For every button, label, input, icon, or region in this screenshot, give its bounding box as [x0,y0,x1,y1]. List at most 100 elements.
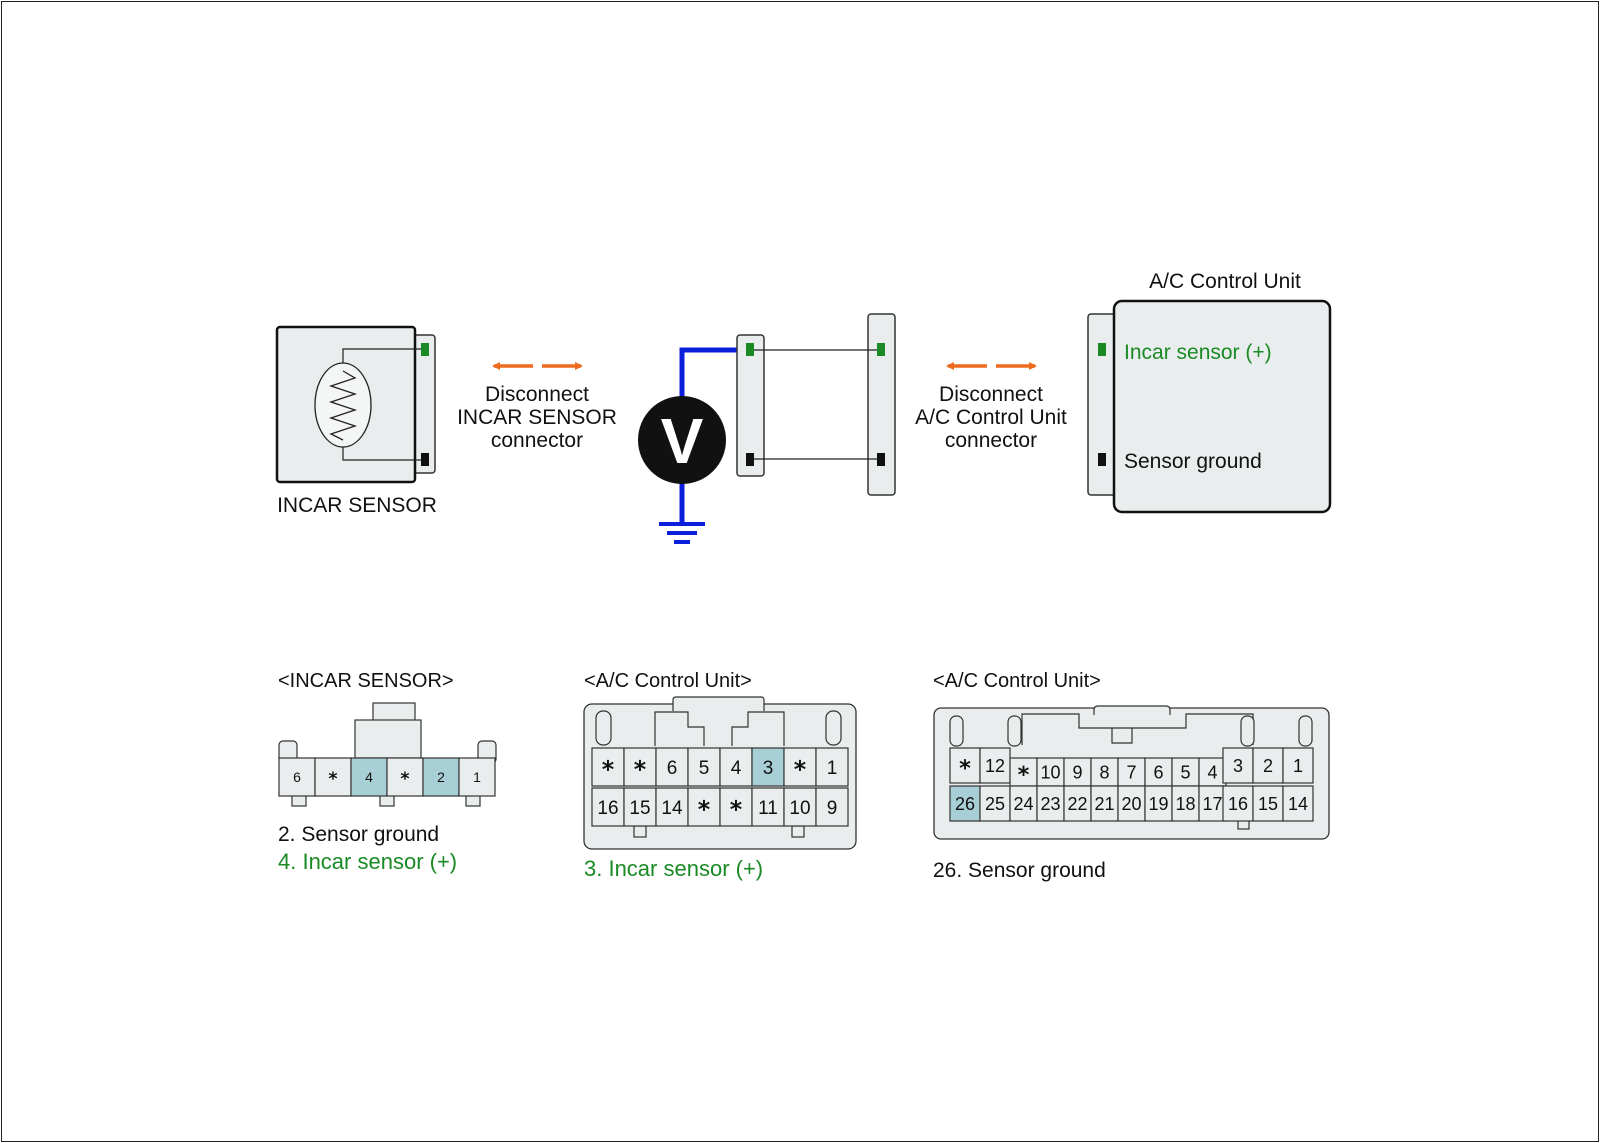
disconnect-incar-line1: Disconnect [485,383,589,406]
pin-label: 7 [1126,762,1136,782]
pin-cell [719,747,753,787]
pin-label: 12 [985,756,1005,776]
pin-cell [1063,757,1092,787]
pin-cell [422,757,460,797]
pin-cell [591,747,625,787]
pin-label: 4 [365,769,373,785]
pin-cell [386,757,424,797]
disconnect-acu-line2: A/C Control Unit [915,406,1067,429]
pin-cell [1198,757,1227,787]
pin-label: 4 [1207,762,1217,782]
pin-cell [687,747,721,787]
pin-label: * [1018,762,1030,788]
pin-cell [1090,785,1119,822]
acu-a-note-1: 3. Incar sensor (+) [584,856,763,881]
pin-label: 5 [1180,762,1190,782]
pin-label: 2 [1263,756,1273,776]
pin-label: 1 [473,769,481,785]
pin-label: 26 [955,794,975,814]
pin-cell [1282,747,1314,784]
pin-label: 1 [827,758,838,779]
disconnect-acu-line1: Disconnect [939,383,1043,406]
disconnect-incar-line3: connector [491,429,583,452]
acu-title: A/C Control Unit [1149,270,1301,293]
harness-connectors [736,313,896,496]
incar-sensor [275,325,436,484]
pin-label: 3 [763,758,774,779]
thermistor-icon [314,362,372,448]
pin-label: 6 [1153,762,1163,782]
pin-label: 15 [629,798,650,819]
pin-cell [815,747,849,787]
pin-label: 18 [1175,794,1195,814]
voltmeter-symbol: V [661,405,704,477]
incar-connector-title: <INCAR SENSOR> [278,670,454,692]
pin-label: 3 [1233,756,1243,776]
pin-label: 14 [661,798,683,819]
pin-cell [1252,785,1284,822]
incar-pin-plus [421,343,429,356]
disconnect-acu-line3: connector [945,429,1037,452]
incar-note-1: 2. Sensor ground [278,823,439,846]
pin-cell [687,787,721,827]
pin-cell [719,787,753,827]
incar-note-2: 4. Incar sensor (+) [278,849,457,874]
pin-cell [1198,785,1227,822]
pin-cell [949,785,981,822]
pin-label: 10 [789,798,810,819]
pin-label: 17 [1202,794,1222,814]
pin-cell [458,757,496,797]
acu-body [1112,299,1332,514]
pin-label: * [959,755,971,781]
pin-label: 16 [597,798,618,819]
pin-cell [314,757,352,797]
pin-cell [815,787,849,827]
pin-label: * [328,770,337,790]
pin-label: 11 [758,798,778,819]
pin-cell [1282,785,1314,822]
pin-cell [979,747,1011,784]
pin-label: 14 [1288,794,1308,814]
harness-connector-sensor-side [736,334,765,477]
pin-cell [1117,757,1146,787]
acu-a-connector-title: <A/C Control Unit> [584,670,752,692]
pin-cell [751,787,785,827]
pin-label: * [698,795,710,823]
pin-label: 20 [1121,794,1141,814]
acu-pin-plus-label: Incar sensor (+) [1124,341,1272,364]
pin-label: 5 [699,758,710,779]
pin-label: * [730,795,742,823]
pin-cell [655,747,689,787]
pin-label: 4 [731,758,742,779]
pin-cell [591,787,625,827]
pin-label: 22 [1067,794,1087,814]
pin-cell [1117,785,1146,822]
pin-label: 6 [293,769,301,785]
pin-label: 19 [1148,794,1168,814]
pin-label: 16 [1228,794,1248,814]
pin-cell [623,787,657,827]
pin-label: 8 [1099,762,1109,782]
pin-cell [1009,757,1038,787]
pin-cell [1222,747,1254,784]
pin-label: 2 [437,769,445,785]
pin-cell [1036,785,1065,822]
pin-label: 21 [1094,794,1114,814]
ac-control-unit [1087,299,1332,514]
incar-sensor-label: INCAR SENSOR [277,494,437,517]
pin-label: * [794,755,806,783]
pin-label: 24 [1013,794,1033,814]
disconnect-incar-line2: INCAR SENSOR [457,406,617,429]
harness-connector-acu-side [867,313,896,496]
pin-label: 23 [1040,794,1060,814]
resistor-zigzag-icon [328,370,358,441]
pin-cell [751,747,785,787]
pin-label: 25 [985,794,1005,814]
pin-label: 6 [667,758,678,779]
pin-label: * [602,755,614,783]
pin-label: * [634,755,646,783]
acu-b-connector-title: <A/C Control Unit> [933,670,1101,692]
